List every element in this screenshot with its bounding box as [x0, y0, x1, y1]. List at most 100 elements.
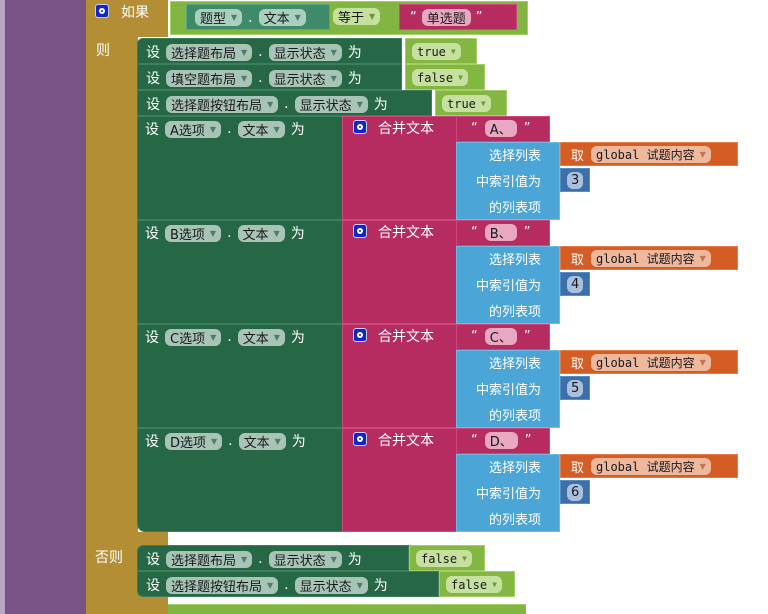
component-dropdown[interactable]: 填空题布局▼ — [166, 69, 253, 88]
component-dropdown[interactable]: 选择题按钮布局▼ — [166, 95, 279, 114]
number-field[interactable]: 4 — [567, 276, 584, 293]
dot-separator: . — [258, 44, 263, 60]
number-block[interactable]: 6 — [560, 480, 590, 504]
close-quote: ” — [524, 433, 532, 448]
component-dropdown[interactable]: 选择题布局▼ — [166, 43, 253, 62]
property-dropdown[interactable]: 文本▼ — [237, 328, 285, 347]
select-list-item-block[interactable]: 选择列表 中索引值为 的列表项 — [456, 246, 560, 324]
property-dropdown[interactable]: 显示状态▼ — [268, 69, 342, 88]
to-label: 为 — [347, 45, 362, 61]
property-dropdown[interactable]: 显示状态▼ — [268, 550, 342, 569]
set-block-else-1[interactable]: 设 选择题布局▼ . 显示状态▼ 为 — [137, 545, 409, 571]
mutator-gear-icon[interactable] — [95, 4, 109, 18]
operator-dropdown[interactable]: 等于▼ — [333, 8, 381, 26]
set-block-then-2[interactable]: 设 填空题布局▼ . 显示状态▼ 为 — [137, 64, 402, 90]
set-label: 设 — [146, 71, 160, 87]
select-list-item-block[interactable]: 选择列表 中索引值为 的列表项 — [456, 454, 560, 532]
mutator-gear-icon[interactable] — [353, 224, 367, 238]
string-field[interactable]: D、 — [484, 432, 518, 450]
mutator-gear-icon[interactable] — [353, 328, 367, 342]
boolean-block[interactable]: true▼ — [435, 90, 507, 116]
select-list-item-block[interactable]: 选择列表 中索引值为 的列表项 — [456, 350, 560, 428]
component-dropdown[interactable]: D选项▼ — [165, 432, 223, 451]
get-variable-block[interactable]: 取 global 试题内容▼ — [560, 246, 738, 270]
join-label: 合并文本 — [378, 121, 434, 137]
boolean-dropdown[interactable]: true▼ — [442, 95, 491, 112]
property-dropdown[interactable]: 文本▼ — [237, 224, 285, 243]
then-label: 则 — [96, 43, 110, 59]
component-dropdown[interactable]: 题型▼ — [195, 9, 243, 27]
property-dropdown[interactable]: 文本▼ — [258, 9, 306, 27]
join-label: 合并文本 — [378, 329, 434, 345]
mutator-gear-icon[interactable] — [353, 120, 367, 134]
select-list-item-block[interactable]: 选择列表 中索引值为 的列表项 — [456, 142, 560, 220]
close-quote: ” — [523, 225, 531, 240]
boolean-dropdown[interactable]: true▼ — [412, 43, 461, 60]
component-dropdown[interactable]: 选择题按钮布局▼ — [166, 576, 279, 595]
string-block[interactable]: “ B、 ” — [456, 220, 550, 246]
string-field[interactable]: A、 — [484, 120, 517, 138]
boolean-dropdown[interactable]: false▼ — [446, 576, 502, 593]
get-label: 取 — [571, 149, 585, 164]
boolean-dropdown[interactable]: false▼ — [412, 69, 468, 86]
set-label: 设 — [145, 434, 159, 450]
number-field[interactable]: 3 — [567, 172, 584, 189]
variable-dropdown[interactable]: global 试题内容▼ — [591, 458, 711, 475]
blocks-panel-background — [5, 0, 86, 614]
string-field[interactable]: 单选题 — [421, 9, 471, 27]
string-block[interactable]: “ D、 ” — [456, 428, 550, 454]
variable-dropdown[interactable]: global 试题内容▼ — [591, 250, 711, 267]
set-block-else-2[interactable]: 设 选择题按钮布局▼ . 显示状态▼ 为 — [137, 571, 439, 597]
string-field[interactable]: C、 — [484, 328, 517, 346]
set-label: 设 — [146, 97, 160, 113]
set-block-then-3[interactable]: 设 选择题按钮布局▼ . 显示状态▼ 为 — [137, 90, 432, 116]
boolean-block[interactable]: true▼ — [405, 38, 477, 64]
to-label: 为 — [373, 97, 388, 113]
variable-dropdown[interactable]: global 试题内容▼ — [591, 146, 711, 163]
variable-dropdown[interactable]: global 试题内容▼ — [591, 354, 711, 371]
get-variable-block[interactable]: 取 global 试题内容▼ — [560, 454, 738, 478]
property-dropdown[interactable]: 显示状态▼ — [294, 95, 368, 114]
component-getter-block[interactable]: 题型▼ . 文本▼ — [186, 4, 330, 30]
boolean-block[interactable]: false▼ — [409, 545, 485, 571]
set-label: 设 — [146, 552, 160, 568]
string-block[interactable]: “ 单选题 ” — [399, 4, 517, 30]
property-dropdown[interactable]: 文本▼ — [238, 432, 286, 451]
get-variable-block[interactable]: 取 global 试题内容▼ — [560, 350, 738, 374]
string-field[interactable]: B、 — [484, 224, 517, 242]
component-dropdown[interactable]: 选择题布局▼ — [166, 550, 253, 569]
list-item-label: 的列表项 — [488, 305, 541, 320]
list-item-label: 的列表项 — [488, 513, 541, 528]
number-block[interactable]: 4 — [560, 272, 590, 296]
string-block[interactable]: “ C、 ” — [456, 324, 550, 350]
set-label: 设 — [145, 330, 159, 346]
set-block-then-1[interactable]: 设 选择题布局▼ . 显示状态▼ 为 — [137, 38, 402, 64]
component-dropdown[interactable]: B选项▼ — [165, 224, 222, 243]
number-block[interactable]: 3 — [560, 168, 590, 192]
if-else-block[interactable] — [86, 0, 138, 614]
join-label: 合并文本 — [378, 225, 434, 241]
number-field[interactable]: 6 — [567, 484, 584, 501]
number-block[interactable]: 5 — [560, 376, 590, 400]
component-dropdown[interactable]: C选项▼ — [165, 328, 222, 347]
component-dropdown[interactable]: A选项▼ — [165, 120, 222, 139]
index-label: 中索引值为 — [475, 383, 541, 398]
open-quote: “ — [410, 10, 417, 25]
property-dropdown[interactable]: 显示状态▼ — [294, 576, 368, 595]
dot-separator: . — [227, 225, 232, 241]
index-label: 中索引值为 — [475, 279, 541, 294]
boolean-block[interactable]: false▼ — [405, 64, 485, 90]
boolean-dropdown[interactable]: false▼ — [416, 550, 472, 567]
set-label: 设 — [146, 45, 160, 61]
boolean-block[interactable]: false▼ — [439, 571, 515, 597]
string-block[interactable]: “ A、 ” — [456, 116, 550, 142]
number-field[interactable]: 5 — [567, 380, 584, 397]
list-item-label: 的列表项 — [488, 201, 541, 216]
select-list-label: 选择列表 — [488, 357, 541, 372]
mutator-gear-icon[interactable] — [353, 432, 367, 446]
property-dropdown[interactable]: 显示状态▼ — [268, 43, 342, 62]
get-variable-block[interactable]: 取 global 试题内容▼ — [560, 142, 738, 166]
property-dropdown[interactable]: 文本▼ — [237, 120, 285, 139]
select-list-label: 选择列表 — [488, 149, 541, 164]
to-label: 为 — [291, 434, 306, 450]
